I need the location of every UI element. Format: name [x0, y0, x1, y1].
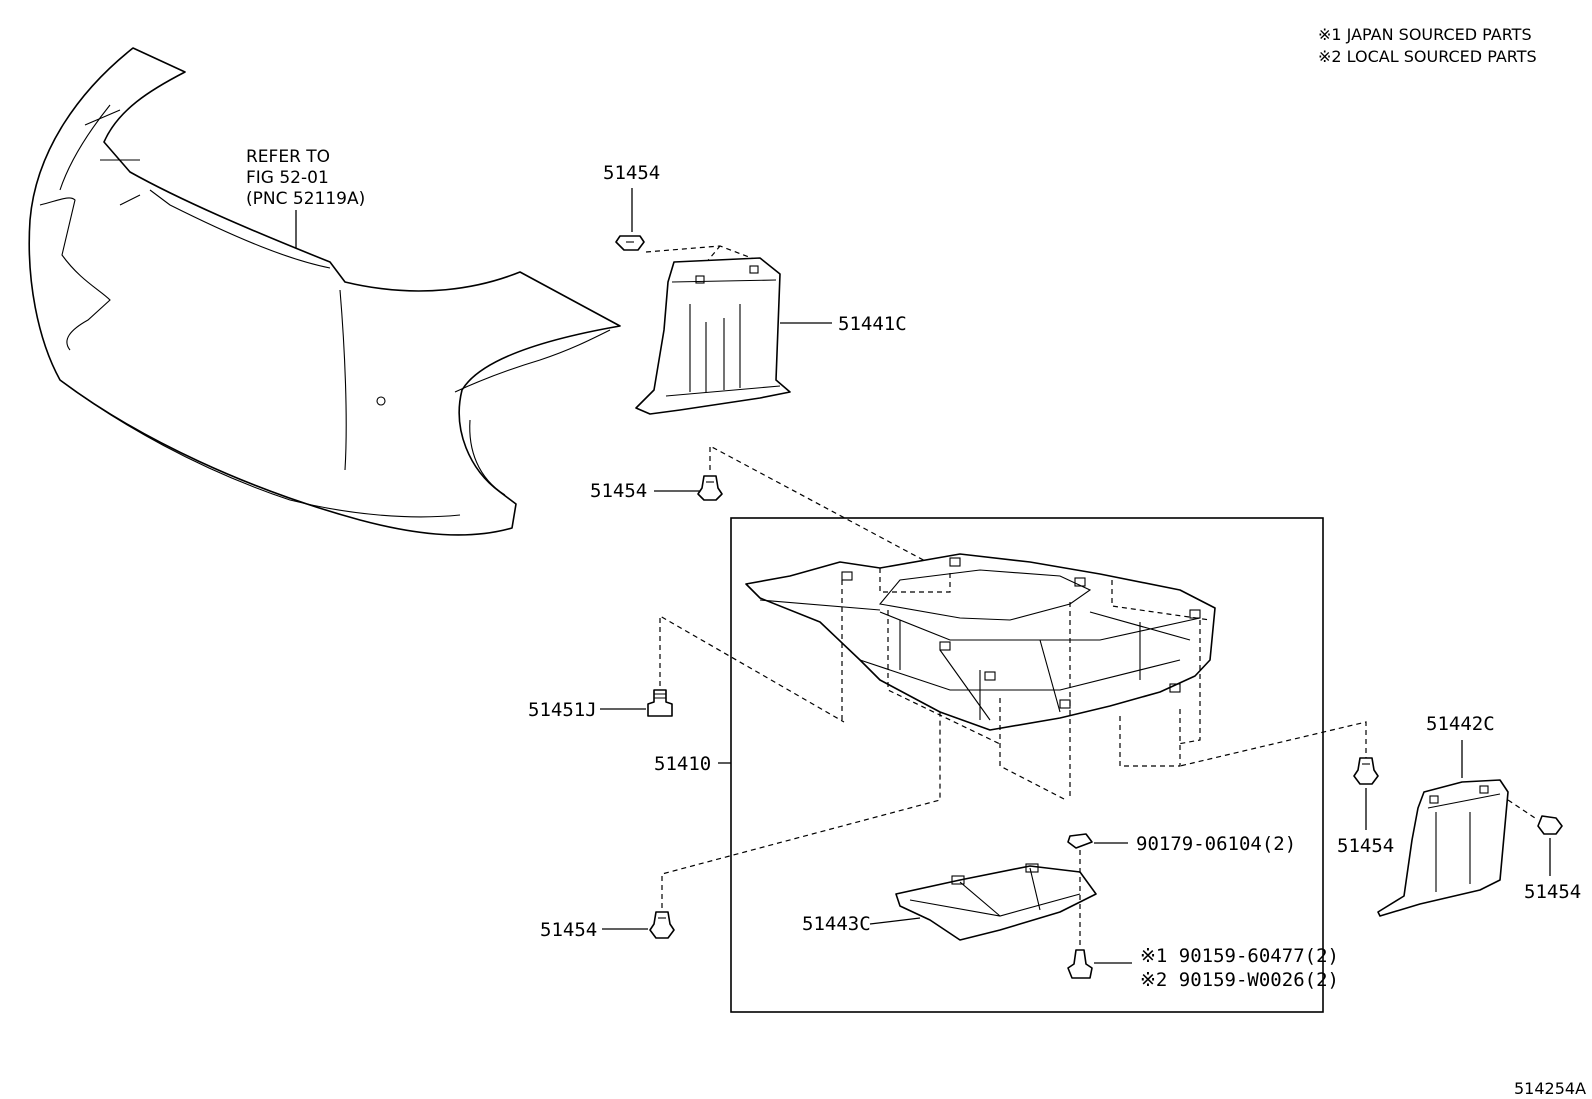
left-splash-shield	[635, 257, 791, 415]
callout-bolt: 51451J	[528, 699, 597, 721]
callout-shield-right: 51442C	[1426, 713, 1495, 735]
callout-clip-mid-left: 51454	[590, 480, 647, 502]
refer-pnc-label: (PNC 52119A)	[246, 189, 365, 209]
note-japan-sourced: ※1 JAPAN SOURCED PARTS	[1318, 25, 1532, 44]
figure-id: 514254A	[1514, 1079, 1586, 1098]
clip-mid-left-icon	[697, 475, 723, 501]
callout-shield-left: 51441C	[838, 313, 907, 335]
assembly-frame	[730, 517, 1324, 1013]
front-bumper-cover	[28, 47, 621, 536]
nut-icon	[1067, 833, 1093, 849]
lower-under-cover	[895, 863, 1097, 941]
clip-top-icon	[615, 235, 645, 251]
right-splash-shield	[1377, 779, 1509, 917]
screw-icon	[1067, 949, 1093, 979]
callout-clip-right-a: 51454	[1337, 835, 1394, 857]
callout-clip-right-b: 51454	[1524, 881, 1581, 903]
clip-right-a-icon	[1353, 757, 1379, 785]
note-local-sourced: ※2 LOCAL SOURCED PARTS	[1318, 47, 1537, 66]
callout-nut: 90179-06104(2)	[1136, 833, 1296, 855]
callout-screw-local: ※2 90159-W0026(2)	[1140, 969, 1339, 991]
bolt-icon	[647, 689, 673, 717]
callout-clip-bottom-left: 51454	[540, 919, 597, 941]
callout-clip-top: 51454	[603, 162, 660, 184]
refer-to-label: REFER TO	[246, 147, 330, 167]
callout-cover-assembly: 51410	[654, 753, 711, 775]
callout-cover-lower: 51443C	[802, 913, 871, 935]
clip-bottom-left-icon	[649, 911, 675, 939]
refer-fig-label: FIG 52-01	[246, 168, 329, 188]
callout-screw-japan: ※1 90159-60477(2)	[1140, 945, 1339, 967]
engine-under-cover	[745, 553, 1216, 731]
clip-right-b-icon	[1537, 815, 1563, 835]
